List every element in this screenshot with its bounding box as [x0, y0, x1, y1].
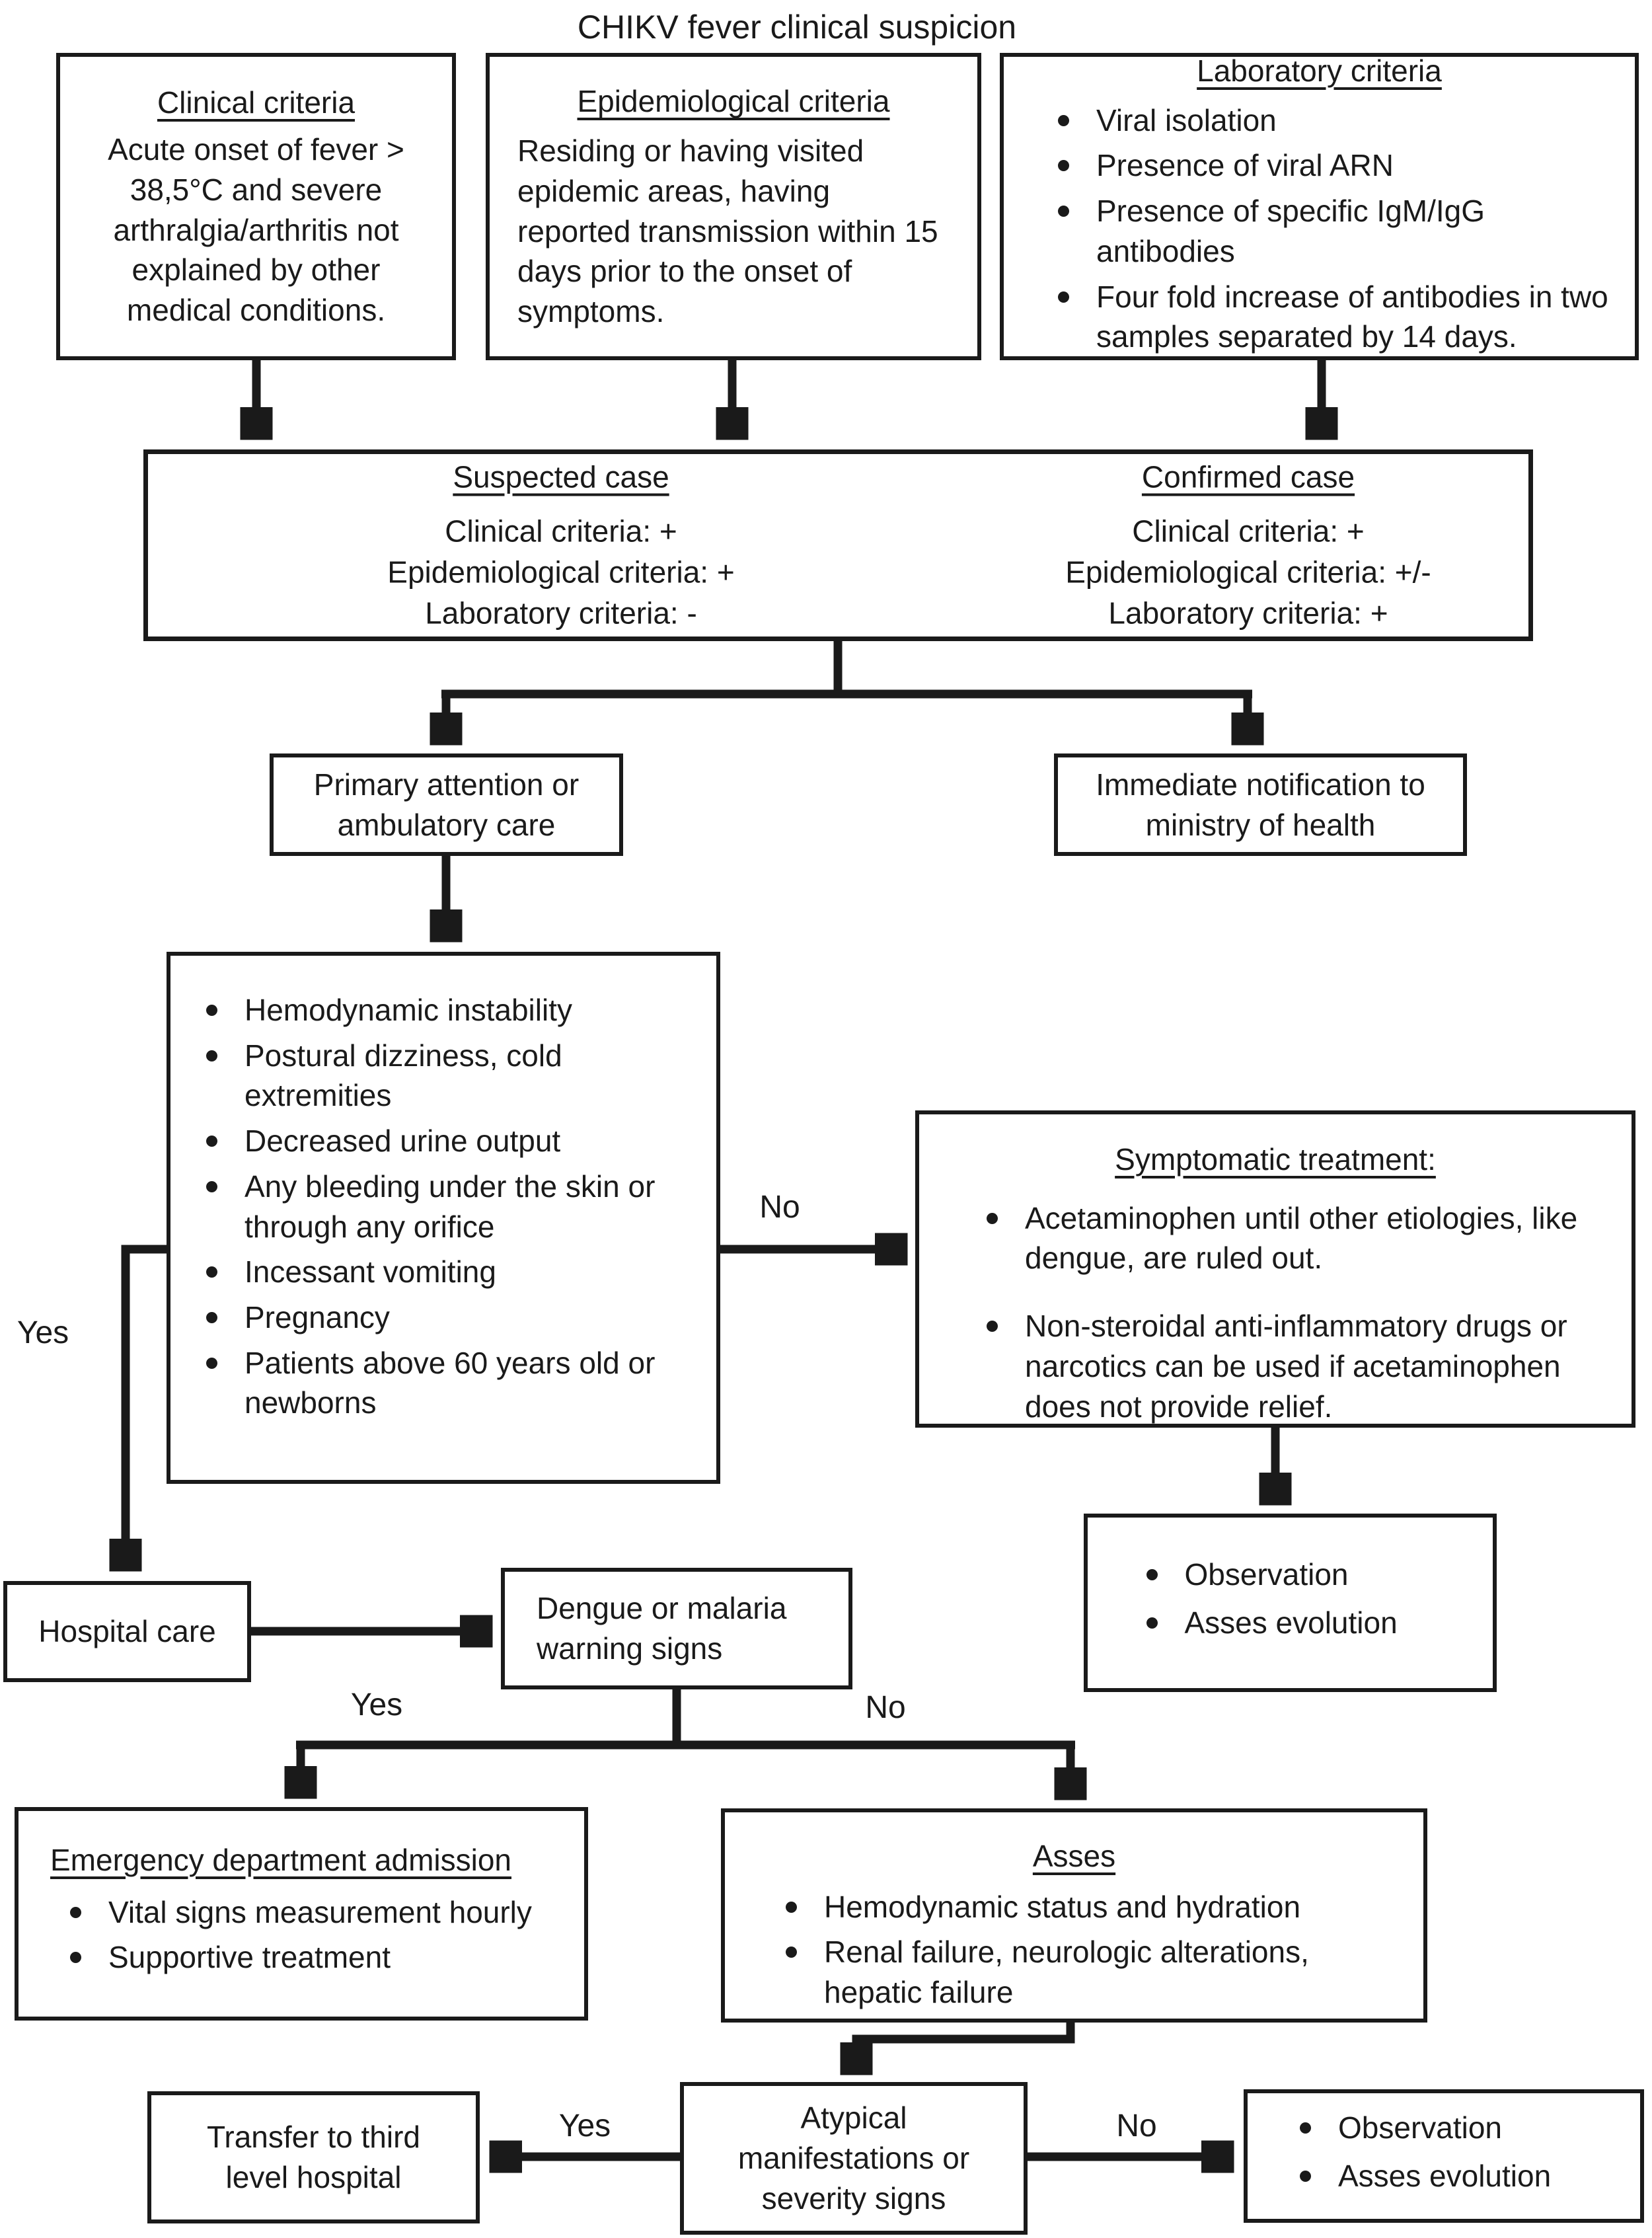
list-item: Postural dizziness, cold extremities: [206, 1036, 690, 1116]
asses-box: Asses Hemodynamic status and hydration R…: [721, 1808, 1427, 2023]
list-item: Patients above 60 years old or newborns: [206, 1343, 690, 1423]
primary-attention-text: Primary attention or ambulatory care: [313, 767, 580, 842]
hospital-care-text: Hospital care: [38, 1614, 216, 1649]
laboratory-criteria-box: Laboratory criteria Viral isolation Pres…: [1000, 53, 1639, 360]
list-item: Observation: [1146, 1555, 1436, 1595]
clinical-criteria-body: Acute onset of fever > 38,5°C and severe…: [108, 132, 404, 327]
dengue-malaria-box: Dengue or malaria warning signs: [501, 1568, 852, 1689]
suspected-case-line: Laboratory criteria: -: [425, 596, 697, 631]
emergency-admission-list: Vital signs measurement hourly Supportiv…: [50, 1892, 564, 1983]
edge-label-no: No: [1116, 2108, 1157, 2143]
page-title: CHIKV fever clinical suspicion: [577, 9, 1017, 46]
symptomatic-treatment-box: Symptomatic treatment: Acetaminophen unt…: [915, 1110, 1635, 1428]
emergency-admission-heading: Emergency department admission: [50, 1843, 511, 1877]
primary-attention-box: Primary attention or ambulatory care: [270, 753, 623, 856]
dengue-malaria-text: Dengue or malaria warning signs: [537, 1591, 787, 1666]
atypical-manifestations-box: Atypical manifestations or severity sign…: [680, 2082, 1028, 2235]
confirmed-case-line: Clinical criteria: +: [1132, 514, 1365, 549]
emergency-admission-box: Emergency department admission Vital sig…: [15, 1807, 588, 2021]
list-item: Presence of specific IgM/IgG antibodies: [1058, 191, 1608, 271]
epidemiological-criteria-body: Residing or having visited epidemic area…: [517, 134, 938, 328]
observation-box-upper: Observation Asses evolution: [1084, 1514, 1497, 1692]
list-item: Hemodynamic status and hydration: [786, 1887, 1397, 1927]
immediate-notification-box: Immediate notification to ministry of he…: [1054, 753, 1467, 856]
observation-box-lower: Observation Asses evolution: [1244, 2089, 1644, 2223]
asses-list: Hemodynamic status and hydration Renal f…: [751, 1887, 1397, 2018]
clinical-criteria-box: Clinical criteria Acute onset of fever >…: [56, 53, 456, 360]
edge-label-yes: Yes: [17, 1315, 69, 1350]
observation-list: Observation Asses evolution: [1145, 1555, 1436, 1650]
list-item: Presence of viral ARN: [1058, 145, 1608, 186]
suspected-case-line: Clinical criteria: +: [445, 514, 677, 549]
list-item: Decreased urine output: [206, 1121, 690, 1161]
list-item: Observation: [1300, 2108, 1589, 2148]
transfer-hospital-text: Transfer to third level hospital: [207, 2120, 420, 2194]
laboratory-criteria-heading: Laboratory criteria: [1197, 53, 1442, 88]
list-item: Any bleeding under the skin or through a…: [206, 1167, 690, 1247]
list-item: Renal failure, neurologic alterations, h…: [786, 1932, 1397, 2012]
clinical-criteria-heading: Clinical criteria: [157, 85, 356, 120]
transfer-hospital-box: Transfer to third level hospital: [147, 2091, 480, 2223]
atypical-manifestations-text: Atypical manifestations or severity sign…: [737, 2101, 970, 2216]
suspected-case-line: Epidemiological criteria: +: [387, 555, 735, 590]
symptomatic-treatment-heading: Symptomatic treatment:: [1115, 1142, 1436, 1177]
epidemiological-criteria-heading: Epidemiological criteria: [577, 84, 890, 119]
asses-heading: Asses: [1032, 1839, 1116, 1873]
suspected-case-heading: Suspected case: [453, 459, 669, 494]
warning-signs-list: Hemodynamic instability Postural dizzine…: [206, 990, 690, 1428]
list-item: Viral isolation: [1058, 100, 1608, 141]
list-item: Four fold increase of antibodies in two …: [1058, 277, 1608, 357]
list-item: Supportive treatment: [70, 1937, 564, 1978]
edge-label-yes: Yes: [558, 2108, 611, 2143]
list-item: Acetaminophen until other etiologies, li…: [987, 1198, 1602, 1278]
laboratory-criteria-list: Viral isolation Presence of viral ARN Pr…: [1030, 100, 1608, 362]
list-item: Pregnancy: [206, 1297, 690, 1338]
list-item: Incessant vomiting: [206, 1252, 690, 1292]
confirmed-case-line: Epidemiological criteria: +/-: [1065, 555, 1431, 590]
edge-label-yes: Yes: [350, 1687, 403, 1722]
list-item: Non-steroidal anti-inflammatory drugs or…: [987, 1306, 1602, 1426]
edge-label-no: No: [759, 1190, 800, 1225]
immediate-notification-text: Immediate notification to ministry of he…: [1096, 767, 1425, 842]
list-item: Asses evolution: [1146, 1603, 1436, 1643]
confirmed-case-line: Laboratory criteria: +: [1108, 596, 1388, 631]
symptomatic-treatment-list: Acetaminophen until other etiologies, li…: [949, 1198, 1602, 1455]
warning-signs-box: Hemodynamic instability Postural dizzine…: [167, 952, 720, 1484]
confirmed-case-heading: Confirmed case: [1141, 459, 1355, 494]
epidemiological-criteria-box: Epidemiological criteria Residing or hav…: [486, 53, 981, 360]
list-item: Hemodynamic instability: [206, 990, 690, 1030]
hospital-care-box: Hospital care: [3, 1581, 251, 1682]
edge-label-no: No: [865, 1690, 906, 1725]
list-item: Asses evolution: [1300, 2156, 1589, 2196]
list-item: Vital signs measurement hourly: [70, 1892, 564, 1933]
observation-list: Observation Asses evolution: [1298, 2108, 1589, 2204]
